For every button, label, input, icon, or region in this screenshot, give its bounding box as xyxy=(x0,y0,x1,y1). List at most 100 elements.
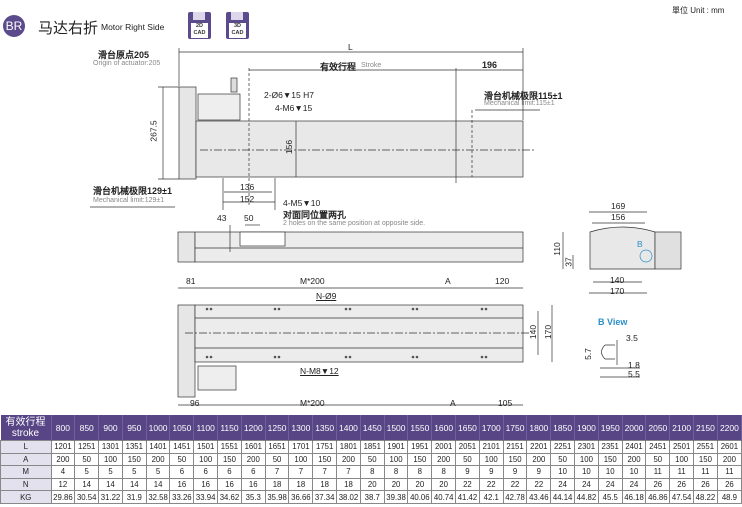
table-cell: 2451 xyxy=(645,440,671,454)
stroke-column-header: 1250 xyxy=(265,415,290,441)
stroke-column-header: 1300 xyxy=(288,415,314,441)
hole-mark xyxy=(480,307,484,311)
dim-267-5: 267.5 xyxy=(148,120,159,142)
table-cell: 1951 xyxy=(407,440,433,454)
dim-L: L xyxy=(348,42,353,52)
table-cell: 36.66 xyxy=(288,490,314,504)
table-cell: 150 xyxy=(597,452,623,467)
table-cell: 2151 xyxy=(502,440,528,454)
table-cell: 32.58 xyxy=(145,490,171,504)
table-cell: 8 xyxy=(383,465,409,479)
dim-170-bottom: 170 xyxy=(543,324,554,340)
technical-drawing xyxy=(90,48,682,406)
table-cell: 150 xyxy=(217,452,242,467)
dim-1-8: 1.8 xyxy=(628,360,640,370)
hole-mark xyxy=(480,355,484,359)
table-cell: 150 xyxy=(407,452,433,467)
table-cell: 35.3 xyxy=(240,490,266,504)
table-cell: 4 xyxy=(50,465,76,479)
stroke-column-header: 1200 xyxy=(241,415,266,441)
table-cell: 11 xyxy=(693,465,718,479)
hole-mark xyxy=(484,355,488,359)
table-cell: 2251 xyxy=(550,440,576,454)
dim-m200-top: M*200 xyxy=(300,276,325,286)
table-cell: 31.22 xyxy=(98,490,123,504)
stroke-column-header: 1700 xyxy=(479,415,504,441)
table-cell: 16 xyxy=(217,477,242,492)
table-cell: 18 xyxy=(288,477,314,492)
table-cell: 50 xyxy=(455,452,480,467)
table-cell: 8 xyxy=(431,465,457,479)
stroke-column-header: 2150 xyxy=(693,415,718,441)
table-cell: 44.82 xyxy=(574,490,599,504)
origin-en: Origin of actuator:205 xyxy=(93,60,161,67)
dim-43: 43 xyxy=(217,213,227,223)
hole-mark xyxy=(277,355,281,359)
table-cell: 45.5 xyxy=(597,490,623,504)
table-cell: 200 xyxy=(145,452,171,467)
dim-140-bottom: 140 xyxy=(528,324,539,340)
table-cell: 5 xyxy=(74,465,100,479)
table-cell: 11 xyxy=(645,465,671,479)
table-cell: 2351 xyxy=(597,440,623,454)
hole-mark xyxy=(273,307,277,311)
b-view-drawing xyxy=(600,340,640,378)
dim-a-top: A xyxy=(445,276,451,286)
hole-spec-3-cn: 对面同位置两孔 xyxy=(283,210,347,220)
dim-5-5: 5.5 xyxy=(628,369,640,379)
dim-m200-bottom: M*200 xyxy=(300,398,325,408)
dim-37: 37 xyxy=(563,257,574,267)
table-cell: 50 xyxy=(645,452,671,467)
hole-mark xyxy=(348,355,352,359)
stroke-column-header: 1000 xyxy=(146,415,171,441)
table-cell: 22 xyxy=(502,477,528,492)
hole-mark xyxy=(209,355,213,359)
table-cell: 18 xyxy=(336,477,361,492)
table-cell: 1551 xyxy=(217,440,242,454)
table-cell: 50 xyxy=(169,452,195,467)
hole-spec-2: 4-M6▼15 xyxy=(275,103,313,113)
row-label: N xyxy=(0,477,52,492)
table-cell: 100 xyxy=(574,452,599,467)
hole-mark xyxy=(277,307,281,311)
table-cell: 100 xyxy=(288,452,314,467)
table-cell: 18 xyxy=(264,477,290,492)
table-cell: 2201 xyxy=(526,440,552,454)
dim-5-7: 5.7 xyxy=(582,348,593,360)
series-badge: BR xyxy=(3,15,25,37)
table-cell: 48.9 xyxy=(716,490,742,504)
table-cell: 1201 xyxy=(50,440,76,454)
table-cell: 24 xyxy=(597,477,623,492)
table-cell: 1301 xyxy=(98,440,123,454)
table-cell: 16 xyxy=(240,477,266,492)
table-cell: 8 xyxy=(359,465,385,479)
stroke-en: Stroke xyxy=(361,62,382,69)
table-cell: 5 xyxy=(98,465,123,479)
table-cell: 46.18 xyxy=(621,490,647,504)
table-cell: 100 xyxy=(383,452,409,467)
hole-mark xyxy=(415,307,419,311)
hole-mark xyxy=(205,307,209,311)
stroke-column-header: 1800 xyxy=(526,415,552,441)
mounting-holes xyxy=(205,307,488,359)
table-cell: 200 xyxy=(240,452,266,467)
stroke-column-header: 2200 xyxy=(717,415,742,441)
table-cell: 14 xyxy=(121,477,147,492)
table-cell: 1651 xyxy=(264,440,290,454)
table-cell: 6 xyxy=(240,465,266,479)
stroke-column-header: 2100 xyxy=(669,415,695,441)
table-cell: 10 xyxy=(574,465,599,479)
table-cell: 40.06 xyxy=(407,490,433,504)
stroke-column-header: 1950 xyxy=(598,415,623,441)
stroke-column-header: 800 xyxy=(51,415,76,441)
hole-mark xyxy=(344,355,348,359)
b-marker: B xyxy=(637,239,643,249)
table-cell: 42.1 xyxy=(478,490,504,504)
origin-cn: 滑台原点205 xyxy=(98,50,150,60)
dim-152: 152 xyxy=(240,194,255,204)
